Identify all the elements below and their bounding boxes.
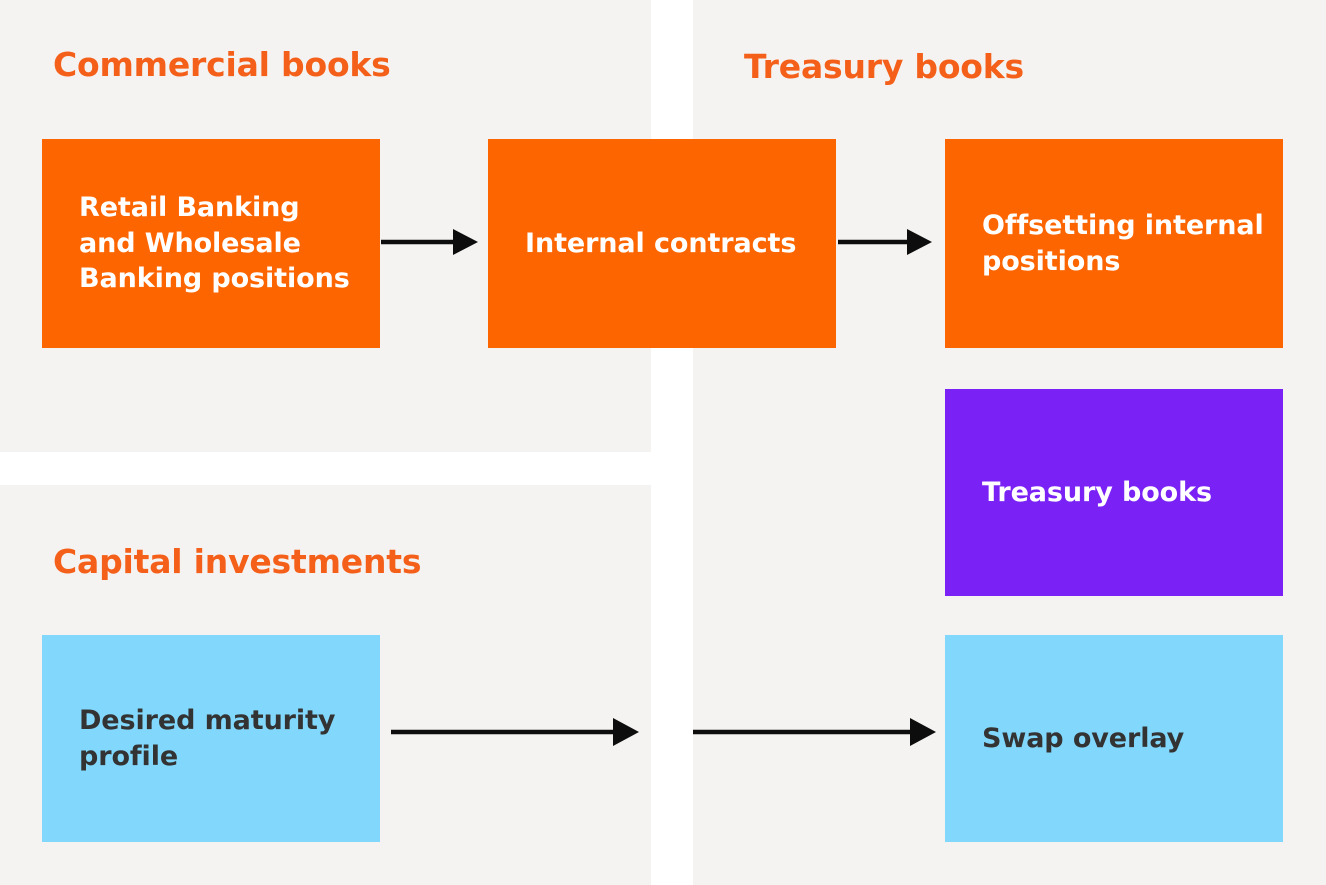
node-label: Retail Banking and Wholesale Banking pos… — [79, 192, 350, 295]
node-label: Treasury books — [982, 476, 1212, 508]
node-desired-maturity-profile[interactable]: Desired maturity profile — [42, 635, 380, 842]
node-label: Internal contracts — [525, 227, 797, 259]
node-swap-overlay[interactable]: Swap overlay — [945, 635, 1283, 842]
section-title-commercial-books: Commercial books — [53, 45, 391, 84]
node-retail-wholesale-positions[interactable]: Retail Banking and Wholesale Banking pos… — [42, 139, 380, 348]
arrow-right-icon-internal-to-offsetting — [838, 229, 932, 255]
node-label: Swap overlay — [982, 722, 1185, 754]
section-title-capital-investments: Capital investments — [53, 542, 422, 581]
node-internal-contracts[interactable]: Internal contracts — [488, 139, 836, 348]
node-label: Offsetting internal positions — [982, 209, 1264, 277]
arrow-right-icon-retail-to-internal — [381, 229, 478, 255]
node-offsetting-internal-positions[interactable]: Offsetting internal positions — [945, 139, 1283, 348]
node-treasury-books[interactable]: Treasury books — [945, 389, 1283, 596]
arrow-right-icon-maturity-to-midpoint — [391, 718, 639, 746]
section-title-treasury-books: Treasury books — [744, 47, 1024, 86]
arrow-right-icon-midpoint-to-swap — [693, 718, 936, 746]
node-label: Desired maturity profile — [79, 704, 336, 772]
